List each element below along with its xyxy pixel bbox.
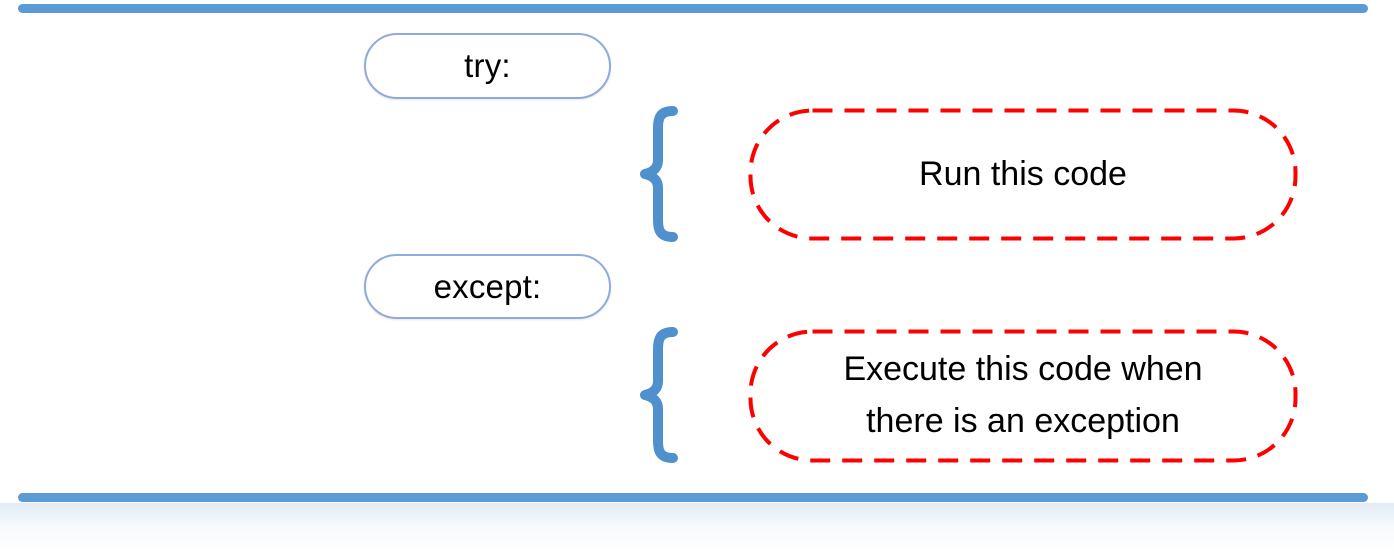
keyword-pill-except: except: [364,254,611,319]
keyword-pill-try: try: [364,33,611,99]
callout-text-run: Run this code [919,154,1127,193]
background-gradient-wash [0,503,1394,556]
top-accent-rule [18,4,1368,13]
curly-brace-icon-try [636,106,682,242]
keyword-label-try: try: [464,47,511,84]
callout-run-this-code: Run this code [748,108,1298,241]
callout-execute-on-exception: Execute this code when there is an excep… [748,329,1298,463]
bottom-accent-rule [18,493,1368,502]
callout-text-execute: Execute this code when there is an excep… [843,350,1203,440]
curly-brace-icon-except [636,327,682,463]
keyword-label-except: except: [433,267,542,305]
